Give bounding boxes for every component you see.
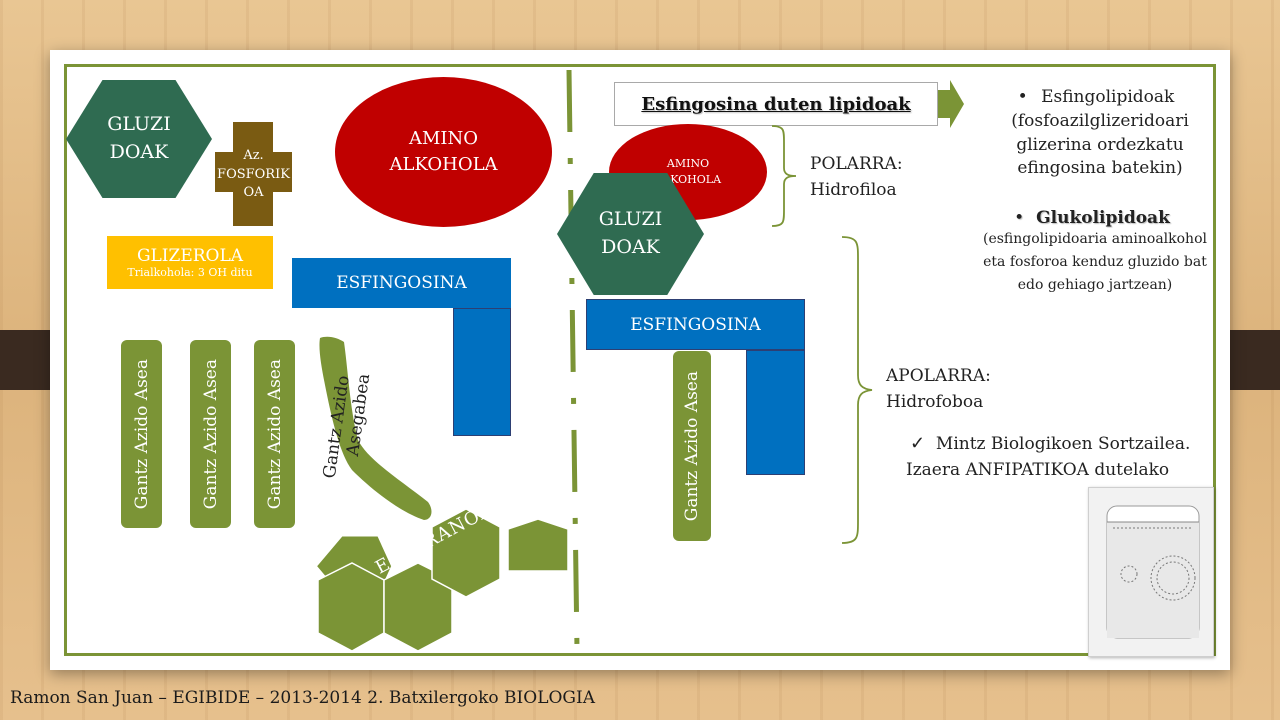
slide-frame	[64, 64, 1216, 656]
fatty-acid-right-label: Gantz Azido Asea	[682, 370, 702, 522]
sphingosine-lipids-header: Esfingosina duten lipidoak	[614, 82, 938, 126]
glycerol-subtitle: Trialkohola: 3 OH ditu	[127, 266, 253, 279]
sphingosine-block-left: ESFINGOSINA	[292, 258, 511, 308]
header-arrow-icon	[938, 80, 964, 128]
amino-alcohol-line2: ALKOHOLA	[389, 154, 498, 175]
sphingosine-tail-left	[453, 308, 511, 436]
polar-line2: Hidrofiloa	[810, 179, 897, 200]
check-mark-icon: ✓	[910, 433, 926, 454]
fatty-acid-label-1: Gantz Azido Asea	[131, 358, 152, 510]
membrane-line1: Mintz Biologikoen Sortzailea.	[935, 434, 1191, 454]
unsaturated-acid-label: Gantz Azido Asegabea	[320, 368, 402, 488]
phosphoric-line3: OA	[243, 185, 264, 201]
glycerol-box: GLIZEROLA Trialkohola: 3 OH ditu	[107, 236, 273, 289]
sphingosine-tail-right	[746, 350, 805, 475]
bullet-glycolipids: • Glukolipidoak (esfingolipidoaria amino…	[975, 208, 1215, 297]
bullet-1-body: (fosfoazilglizeridoari glizerina ordezka…	[1011, 110, 1189, 179]
glucide-hexagon-left-line2: DOAK	[109, 141, 169, 163]
amino-small-line1: AMINO	[666, 156, 710, 170]
membrane-line2: Izaera ANFIPATIKOA dutelako	[906, 459, 1170, 480]
footer-credit: Ramon San Juan – EGIBIDE – 2013-2014 2. …	[10, 688, 595, 708]
phosphoric-acid-cross: Az. FOSFORIK OA	[215, 122, 292, 226]
amino-alcohol-ellipse: AMINO ALKOHOLA	[335, 77, 552, 227]
dashed-divider	[566, 69, 580, 651]
unsaturated-fatty-acid-shape	[319, 336, 432, 520]
sphingosine-left-label: ESFINGOSINA	[336, 273, 467, 293]
membrane-figure-drawing	[1106, 505, 1200, 639]
steroid-rings	[314, 508, 569, 652]
polar-brace	[771, 125, 797, 227]
glucide-hexagon-left-line1: GLUZI	[107, 113, 171, 136]
phosphoric-line1: Az.	[243, 147, 264, 163]
fatty-acid-bar-right: Gantz Azido Asea	[673, 351, 711, 541]
fatty-acid-label-2: Gantz Azido Asea	[200, 358, 221, 510]
bullet-2-title: Glukolipidoak	[1036, 208, 1170, 228]
glucide-hexagon-right-line1: GLUZI	[598, 208, 663, 231]
bullet-2-body: (esfingolipidoaria aminoalkohol eta fosf…	[983, 231, 1207, 294]
amino-alcohol-line1: AMINO	[408, 127, 479, 149]
fatty-acid-bar-2: Gantz Azido Asea	[190, 340, 231, 528]
membrane-statement: ✓ Mintz Biologikoen Sortzailea. Izaera A…	[906, 430, 1190, 483]
apolar-line2: Hidrofoboa	[886, 391, 984, 412]
sphingosine-block-right: ESFINGOSINA	[586, 299, 805, 350]
bullet-1-title: Esfingolipidoak	[1041, 87, 1175, 107]
sphingosine-right-label: ESFINGOSINA	[630, 314, 761, 335]
header-text: Esfingosina duten lipidoak	[641, 93, 911, 115]
polar-label: POLARRA: Hidrofiloa	[810, 152, 903, 203]
glucide-hexagon-right-line2: DOAK	[601, 236, 660, 258]
glycerol-title: GLIZEROLA	[136, 246, 244, 266]
apolar-line1: APOLARRA:	[886, 366, 991, 386]
fatty-acid-bar-3: Gantz Azido Asea	[254, 340, 295, 528]
apolar-brace	[841, 236, 873, 544]
fatty-acid-bar-1: Gantz Azido Asea	[121, 340, 162, 528]
polar-line1: POLARRA:	[810, 154, 903, 174]
membrane-figure-image	[1088, 487, 1214, 657]
phosphoric-line2: FOSFORIK	[217, 166, 290, 182]
bullet-sphingolipids: • Esfingolipidoak (fosfoazilglizeridoari…	[980, 86, 1220, 181]
fatty-acid-label-3: Gantz Azido Asea	[264, 358, 285, 510]
apolar-label: APOLARRA: Hidrofoboa	[886, 364, 991, 415]
